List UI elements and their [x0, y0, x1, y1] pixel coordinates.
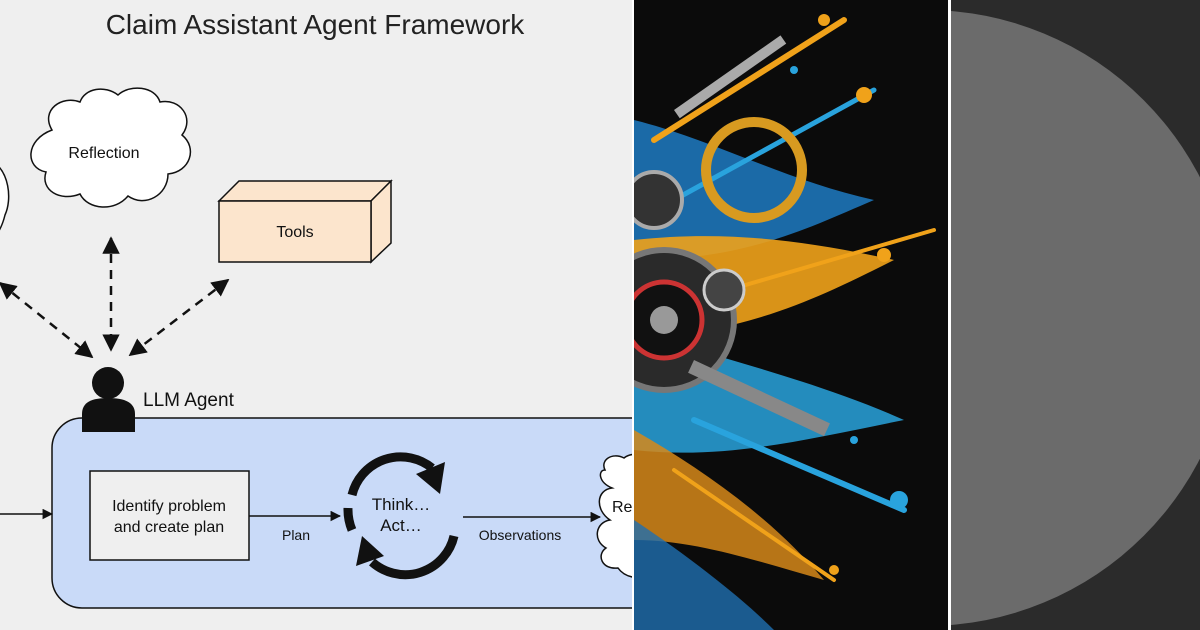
loop-cycle-icon	[343, 452, 459, 580]
plan-box-line1: Identify problem	[112, 498, 226, 515]
partial-cloud-left	[0, 167, 10, 231]
reflection-cloud: Reflection	[30, 87, 192, 208]
observations-label: Observations	[479, 527, 561, 543]
partial-cloud-right: Re	[596, 453, 632, 578]
dashed-arrow-left	[0, 281, 94, 359]
right-cloud-partial-label: Re	[612, 499, 632, 516]
person-icon	[82, 367, 135, 432]
loop-line2: Act…	[380, 516, 422, 535]
gray-circle-shape	[951, 0, 1200, 630]
loop-line1: Think…	[372, 495, 431, 514]
abstract-art-panel	[634, 0, 948, 630]
tools-label: Tools	[276, 224, 313, 241]
abstract-mechanical-splash-image	[634, 0, 948, 630]
diagram-panel: Claim Assistant Agent Framework Reflecti…	[0, 0, 632, 630]
tools-box: Tools	[217, 179, 393, 264]
dashed-arrow-tools	[128, 278, 230, 357]
plan-box	[89, 470, 250, 561]
diagram-svg: Claim Assistant Agent Framework Reflecti…	[0, 9, 632, 609]
dark-circle-panel	[951, 0, 1200, 630]
plan-box-line2: and create plan	[114, 519, 224, 536]
llm-agent-label: LLM Agent	[143, 390, 235, 411]
diagram-title: Claim Assistant Agent Framework	[106, 9, 526, 40]
plan-arrow-label: Plan	[282, 527, 310, 543]
reflection-label: Reflection	[68, 145, 139, 162]
